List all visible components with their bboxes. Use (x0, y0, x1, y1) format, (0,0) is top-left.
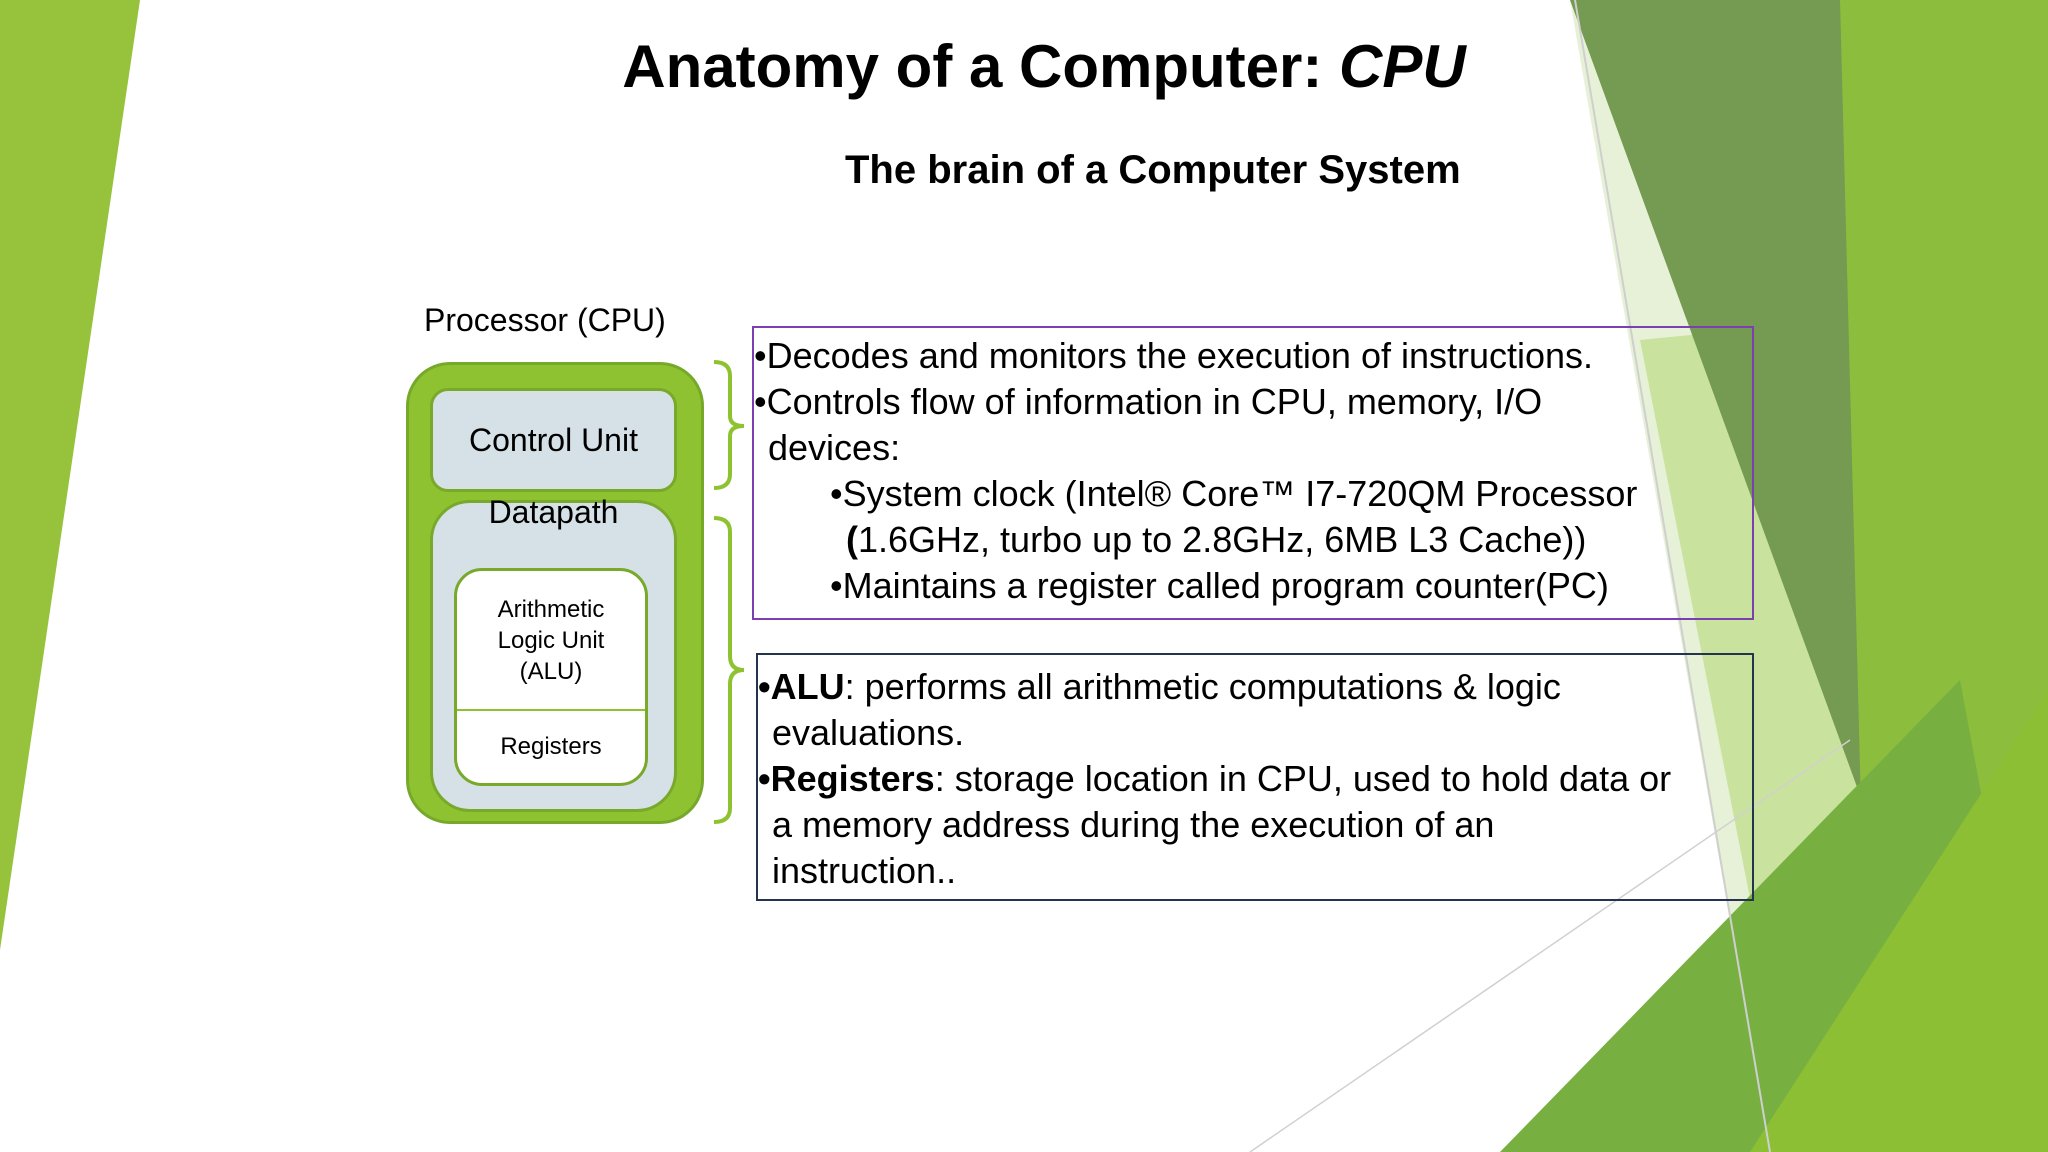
description-line: evaluations. (772, 712, 965, 753)
description-line: (1.6GHz, turbo up to 2.8GHz, 6MB L3 Cach… (754, 517, 1752, 563)
registers-term: •Registers (758, 758, 935, 799)
bold-paren: ( (846, 519, 858, 560)
left-green-facet (0, 0, 140, 950)
thin-line (1574, 0, 1771, 1152)
alu-label-line: (ALU) (519, 657, 583, 685)
datapath-description-box: •ALU: performs all arithmetic computatio… (756, 653, 1754, 901)
alu-definition: : performs all arithmetic computations &… (844, 666, 1561, 707)
bracket-connectors (713, 360, 745, 824)
description-line: •Controls flow of information in CPU, me… (754, 381, 1543, 422)
datapath-label: Datapath (488, 494, 619, 530)
description-line: •Decodes and monitors the execution of i… (754, 335, 1594, 376)
slide-title: Anatomy of a Computer: CPU (0, 32, 2048, 101)
alu-term: •ALU (758, 666, 845, 707)
alu-section: Arithmetic Logic Unit (ALU) (457, 571, 645, 711)
control-unit-description-box: •Decodes and monitors the execution of i… (752, 326, 1754, 620)
description-line: •Registers: storage location in CPU, use… (758, 756, 1752, 802)
description-text: 1.6GHz, turbo up to 2.8GHz, 6MB L3 Cache… (858, 519, 1587, 560)
registers-label: Registers (500, 733, 602, 760)
control-unit-block: Control Unit (430, 388, 677, 492)
alu-registers-block: Arithmetic Logic Unit (ALU) Registers (454, 568, 648, 786)
processor-label: Processor (CPU) (424, 302, 666, 338)
description-line: devices: (768, 427, 901, 468)
thin-line (1249, 739, 1851, 1152)
slide-subtitle: The brain of a Computer System (845, 148, 1461, 192)
control-unit-bracket (713, 360, 745, 490)
description-line: •Maintains a register called program cou… (830, 565, 1609, 606)
alu-label-line: Logic Unit (497, 626, 605, 654)
description-line: a memory address during the execution of… (772, 804, 1495, 845)
description-line: •ALU: performs all arithmetic computatio… (758, 664, 1752, 710)
datapath-bracket (713, 516, 745, 824)
registers-section: Registers (457, 711, 645, 783)
registers-definition: : storage location in CPU, used to hold … (934, 758, 1672, 799)
description-line: instruction.. (772, 850, 957, 891)
alu-label-line: Arithmetic (497, 595, 605, 623)
title-text: Anatomy of a Computer: (622, 33, 1339, 100)
control-unit-label: Control Unit (469, 421, 638, 458)
title-emphasis: CPU (1339, 33, 1466, 100)
description-line: •System clock (Intel® Core™ I7-720QM Pro… (830, 473, 1638, 514)
right-bottom-facet (1750, 690, 2048, 1152)
